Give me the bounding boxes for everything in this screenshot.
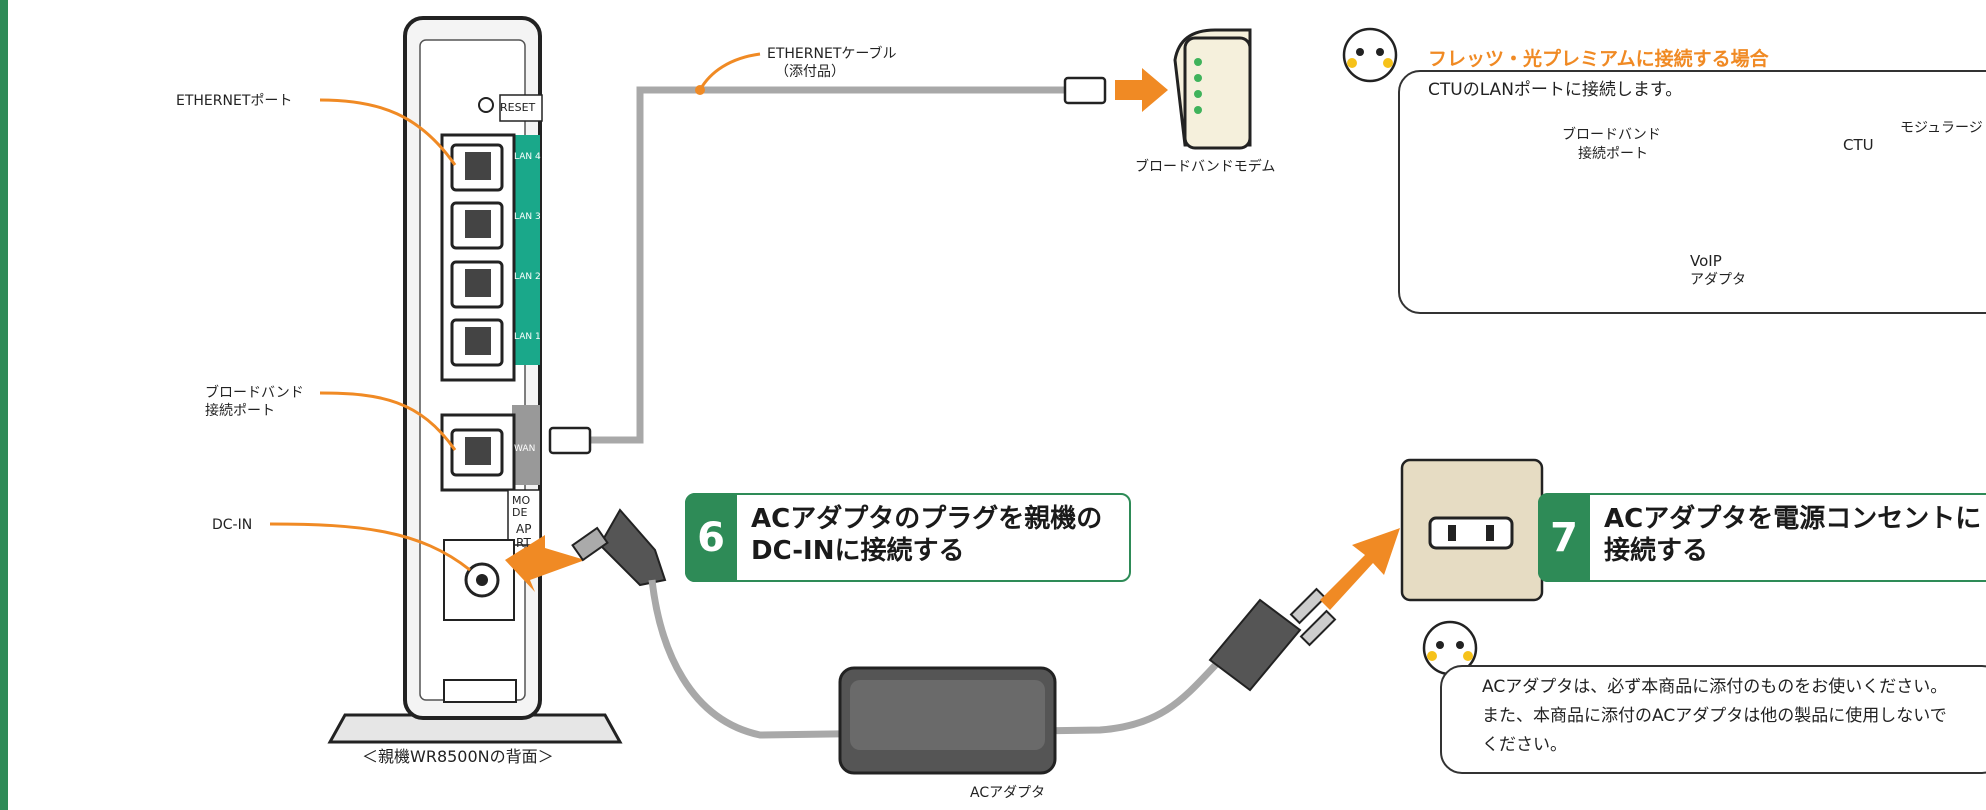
step-7-number: 7 [1538,493,1590,582]
mascot-icon-bottom [1422,620,1478,676]
ac-note-line1: ACアダプタは、必ず本商品に添付のものをお使いください。 [1482,677,1948,697]
arrow-to-modem [1115,68,1168,112]
broadband-port-label-1: ブロードバンド [205,385,304,401]
dc-plug [571,508,667,587]
lan-port-1 [450,318,504,367]
ethernet-cable [555,86,1075,444]
lan4-label: LAN 4 [514,152,541,162]
ethernet-port-label: ETHERNETポート [176,93,293,109]
rt-label: RT [516,536,531,550]
lan-port-3 [450,201,504,250]
wan-port [450,428,504,477]
ethernet-plug-modem [1063,76,1107,105]
mascot-icon-top [1342,27,1398,83]
lan3-label: LAN 3 [514,212,541,222]
step-7-line1: ACアダプタを電源コンセントに [1604,504,1982,534]
broadband-port-label-2: 接続ポート [205,403,275,419]
flets-note-subtitle: CTUのLANポートに接続します。 [1428,80,1683,100]
flets-ctu-label: CTU [1843,136,1874,154]
ac-adapter-label: ACアダプタ [970,785,1046,801]
reset-label: RESET [500,101,536,114]
ac-adapter-brick [838,666,1057,775]
lan-panel [512,135,540,365]
lan-port-2 [450,260,504,309]
ap-label: AP [516,522,532,536]
lan-port-4 [450,143,504,192]
ethernet-cable-label-2: （添付品） [775,64,845,80]
step-7-line2: 接続する [1604,536,1709,566]
lan2-label: LAN 2 [514,272,541,282]
ethernet-cable-label-1: ETHERNETケーブル [767,46,897,62]
ac-note-box [1440,665,1986,774]
left-rail [0,0,8,810]
ethernet-plug-router [548,426,592,455]
broadband-modem [1173,28,1252,150]
step-6-line1: ACアダプタのプラグを親機の [751,504,1103,534]
flets-note-box [1398,70,1986,314]
lan1-label: LAN 1 [514,332,541,342]
flets-voip-label-1: VoIP [1690,252,1722,270]
step-6-number: 6 [685,493,737,582]
wan-panel [512,405,540,485]
ac-note-line2: また、本商品に添付のACアダプタは他の製品に使用しないで [1482,706,1947,726]
broadband-modem-label: ブロードバンドモデム [1135,159,1276,175]
flets-broadband-label-1: ブロードバンド [1562,127,1661,143]
flets-voip-label-2: アダプタ [1690,272,1746,288]
step-6-box: 6 ACアダプタのプラグを親機の DC-INに接続する [685,493,1131,582]
arrow-dc-in [505,535,585,592]
arrow-to-outlet [1320,528,1400,610]
mode-label: MO DE [512,494,531,519]
power-outlet [1400,458,1544,602]
router-caption: ＜親機WR8500Nの背面＞ [362,747,554,766]
flets-note-title: フレッツ・光プレミアムに接続する場合 [1428,48,1769,70]
adapter-cable [648,579,1233,739]
wan-label: WAN [514,444,536,454]
dc-in-label: DC-IN [212,517,253,533]
mode-switch [507,489,541,546]
flets-modular-label: モジュラージ [1900,120,1983,136]
step-6-line2: DC-INに接続する [751,536,965,566]
step-7-box: 7 ACアダプタを電源コンセントに 接続する [1538,493,1986,582]
ac-note-line3: ください。 [1482,735,1567,755]
flets-broadband-label-2: 接続ポート [1578,146,1648,162]
ac-plug [1208,587,1337,692]
reset-button [478,97,494,113]
